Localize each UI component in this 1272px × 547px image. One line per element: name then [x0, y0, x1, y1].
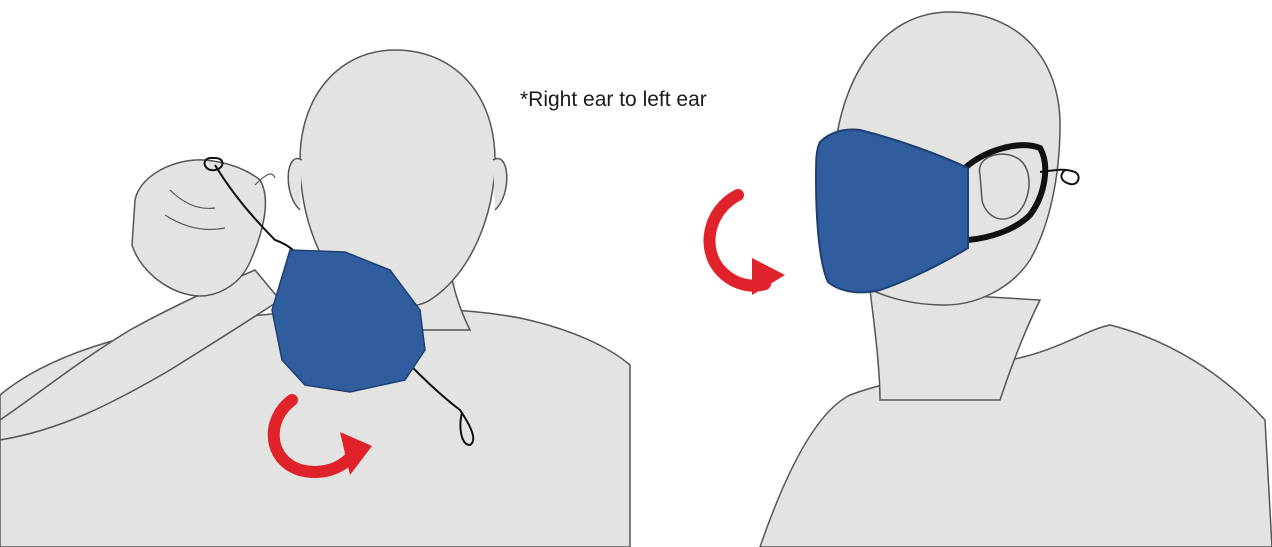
left-ear-r: [493, 159, 507, 210]
right-rotate-arrow: [709, 195, 785, 295]
left-ear-l: [288, 159, 302, 210]
left-figure: [0, 50, 630, 547]
right-ear: [979, 154, 1029, 219]
instruction-caption: *Right ear to left ear: [520, 88, 707, 112]
right-torso: [760, 325, 1272, 547]
right-figure: [709, 12, 1272, 547]
